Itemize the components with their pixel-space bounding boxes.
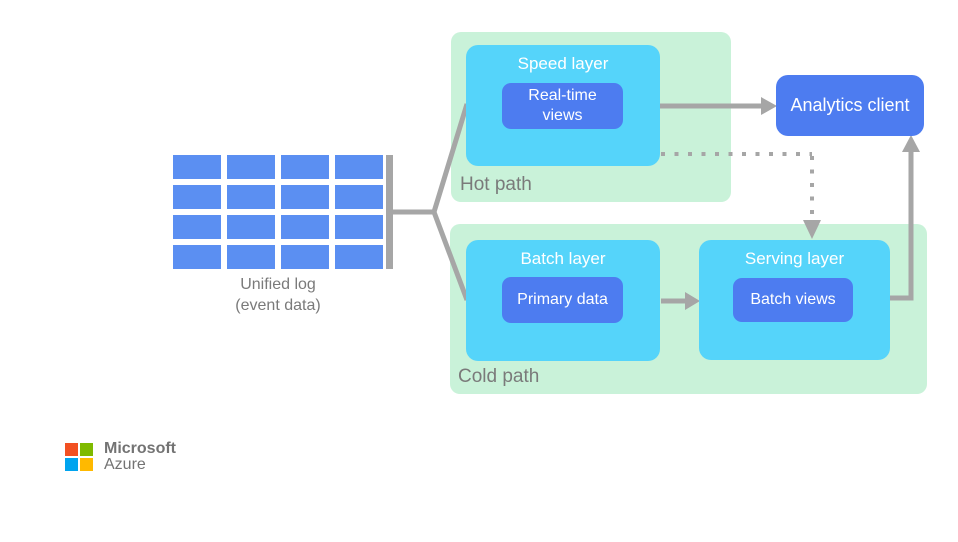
ms-square-green: [80, 443, 93, 456]
microsoft-wordmark: Microsoft: [104, 440, 176, 457]
log-cell: [227, 215, 275, 239]
unified-log-end-bar: [386, 155, 393, 269]
ms-square-blue: [65, 458, 78, 471]
log-cell: [227, 155, 275, 179]
microsoft-logo-icon: [65, 443, 93, 471]
batch-views-box: Batch views: [733, 278, 853, 322]
unified-log-grid: [173, 155, 383, 269]
log-cell: [173, 215, 221, 239]
log-cell: [173, 155, 221, 179]
microsoft-azure-logo: Microsoft Azure: [65, 441, 176, 473]
speed-layer-title: Speed layer: [517, 54, 609, 73]
serving-layer-title: Serving layer: [744, 249, 845, 268]
batch-views-label: Batch views: [750, 291, 836, 308]
analytics-client-label: Analytics client: [790, 95, 910, 115]
primary-data-box: Primary data: [502, 277, 623, 323]
log-cell: [227, 245, 275, 269]
cold-path-label: Cold path: [458, 366, 540, 387]
log-cell: [281, 215, 329, 239]
realtime-views-line2: views: [542, 107, 583, 124]
log-cell: [335, 245, 383, 269]
log-cell: [335, 215, 383, 239]
unified-log-label-line2: (event data): [235, 297, 321, 314]
log-cell: [227, 185, 275, 209]
primary-data-label: Primary data: [517, 291, 608, 308]
azure-wordmark: Azure: [104, 456, 146, 473]
microsoft-azure-wordmark: Microsoft Azure: [104, 441, 176, 473]
log-cell: [173, 185, 221, 209]
realtime-views-box: Real-time views: [502, 83, 623, 129]
log-cell: [173, 245, 221, 269]
unified-log-label-line1: Unified log: [240, 276, 316, 293]
log-cell: [335, 185, 383, 209]
ms-square-orange: [65, 443, 78, 456]
batch-layer-title: Batch layer: [520, 249, 606, 268]
unified-log-label: Unified log (event data): [173, 274, 383, 316]
log-cell: [281, 185, 329, 209]
log-cell: [281, 245, 329, 269]
analytics-client-box: Analytics client: [776, 75, 924, 136]
realtime-views-line1: Real-time: [528, 87, 597, 104]
ms-square-yellow: [80, 458, 93, 471]
log-cell: [281, 155, 329, 179]
log-cell: [335, 155, 383, 179]
hot-path-label: Hot path: [460, 174, 532, 195]
